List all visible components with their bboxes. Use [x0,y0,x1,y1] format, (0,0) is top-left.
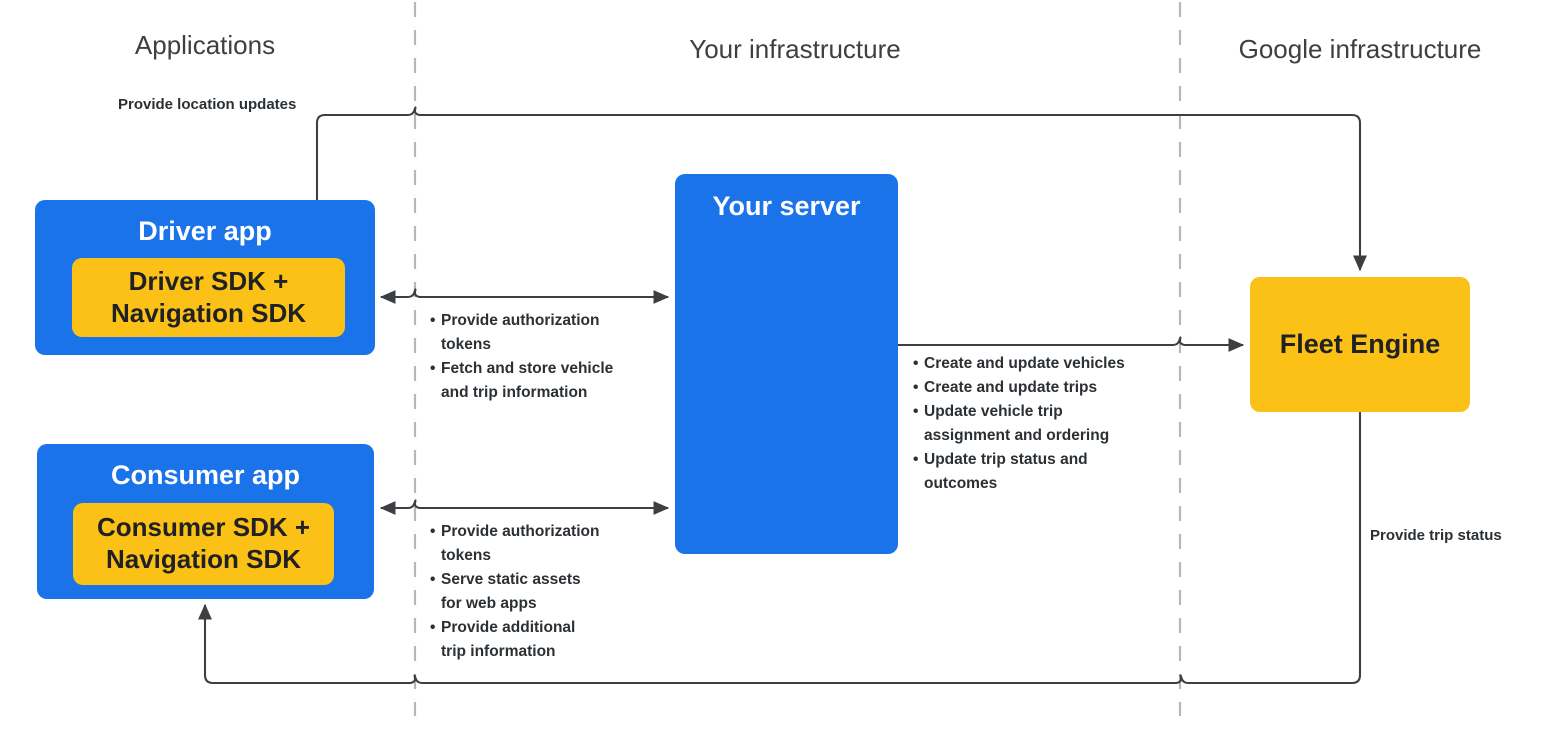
bullet-line: for web apps [441,595,537,613]
connector-server-fleet-engine [898,336,1245,352]
node-your-server-label: Your server [712,191,861,221]
node-fleet-engine-label: Fleet Engine [1279,329,1441,360]
bullet-line: and trip information [441,384,588,402]
bullet-item: Update vehicle trip assignment and order… [913,400,1168,448]
bullet-line: Provide additional [441,619,576,637]
node-consumer-sdk-line-2: Navigation SDK [105,544,301,574]
bullet-list-consumer-server: Provide authorization tokens Serve stati… [430,520,660,664]
node-driver-app[interactable]: Driver app Driver SDK + Navigation SDK [35,200,375,355]
bullet-item: Provide authorization tokens [430,309,660,357]
connector-consumer-server [379,499,670,515]
bullet-item: Serve static assets for web apps [430,568,660,616]
node-consumer-sdk-line-1: Consumer SDK + [96,512,311,543]
bullet-line: tokens [441,336,491,354]
node-consumer-app[interactable]: Consumer app Consumer SDK + Navigation S… [37,444,374,599]
bullet-line: Create and update vehicles [924,355,1125,372]
bullet-line: trip information [441,643,556,661]
bullet-list-driver-server: Provide authorization tokens Fetch and s… [430,309,660,405]
bullet-line: Create and update trips [924,379,1098,397]
bullet-item: Provide additional trip information [430,616,660,664]
bullet-item: Create and update vehicles [913,352,1168,376]
node-fleet-engine[interactable]: Fleet Engine [1250,277,1470,412]
bullet-line: outcomes [924,475,998,493]
bullet-item: Update trip status and outcomes [913,448,1168,496]
bullet-line: Serve static assets [441,571,581,589]
edge-label-location-updates: Provide location updates [118,96,297,113]
node-your-server[interactable]: Your server [675,174,898,554]
bullet-line: Provide authorization [441,312,600,329]
connector-driver-server [379,288,670,304]
zone-title-applications: Applications [134,30,276,60]
bullet-line: Fetch and store vehicle [441,360,614,378]
bullet-line: tokens [441,547,491,565]
bullet-item: Provide authorization tokens [430,520,660,568]
node-consumer-sdk[interactable]: Consumer SDK + Navigation SDK [73,503,334,585]
node-driver-sdk-line-2: Navigation SDK [110,297,307,328]
node-driver-sdk[interactable]: Driver SDK + Navigation SDK [72,258,345,337]
zone-title-google-infrastructure: Google infrastructure [1238,34,1482,64]
bullet-line: Update vehicle trip [924,403,1063,421]
zone-title-your-infrastructure: Your infrastructure [689,34,901,64]
node-consumer-app-label: Consumer app [110,460,301,490]
bullet-item: Fetch and store vehicle and trip informa… [430,357,660,405]
bullet-line: Provide authorization [441,523,600,540]
node-driver-sdk-line-1: Driver SDK + [128,265,289,296]
bullet-list-server-fleet-engine: Create and update vehicles Create and up… [913,352,1168,496]
node-driver-app-label: Driver app [138,216,272,246]
connector-location-updates [315,106,1367,272]
node-driver-sdk-label: Driver SDK + Navigation SDK [111,266,306,329]
connector-trip-status [198,412,1362,685]
bullet-line: Update trip status and [924,451,1088,469]
bullet-line: assignment and ordering [924,427,1110,445]
edge-label-trip-status: Provide trip status [1370,527,1502,544]
node-consumer-sdk-label: Consumer SDK + Navigation SDK [97,512,310,575]
bullet-item: Create and update trips [913,376,1168,400]
